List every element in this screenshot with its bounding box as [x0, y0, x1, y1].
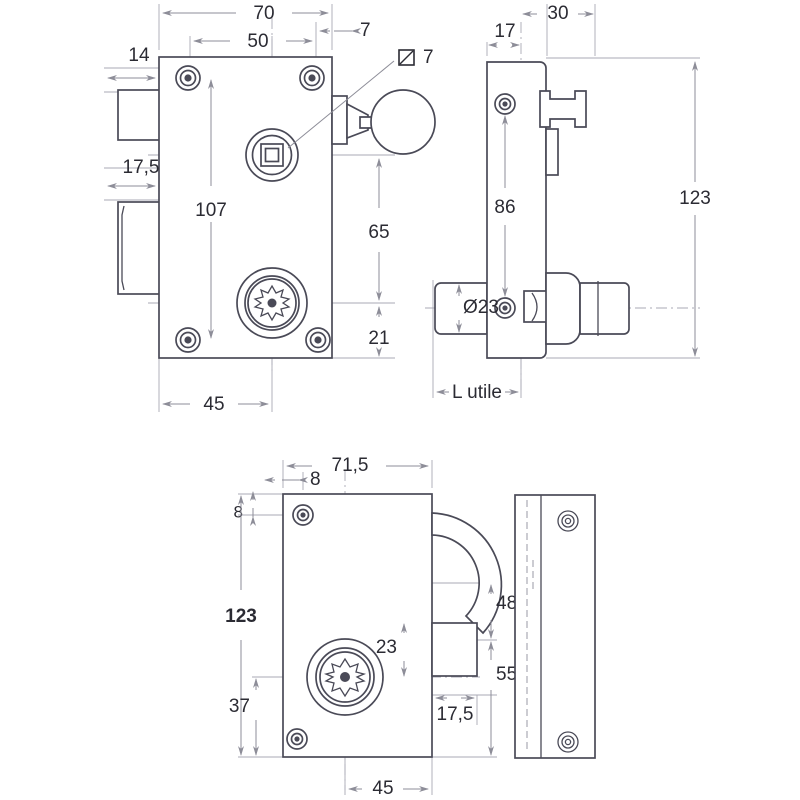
extension-lines-side-top — [432, 4, 700, 398]
dimension-107-label: 107 — [195, 200, 227, 221]
dimension-70: 70 — [162, 3, 329, 24]
square-spindle-callout: 7 — [287, 47, 434, 149]
dimension-17-5-front-bottom: 17,5 — [435, 695, 475, 725]
dimension-71-5-label: 71,5 — [332, 455, 369, 476]
dimension-14-label: 14 — [128, 45, 150, 66]
dimension-65: 65 — [368, 158, 390, 301]
dimension-dia-23: Ø23 — [456, 284, 499, 333]
knob-hub-side — [539, 90, 587, 128]
dimension-7-label: 7 — [360, 20, 371, 41]
dimension-23: 23 — [376, 623, 407, 677]
square-symbol-icon — [398, 49, 415, 66]
dimension-48: 48 — [488, 584, 517, 639]
dimension-37-label: 37 — [229, 696, 250, 717]
view-front-bottom: 71,5 8 8 123 48 23 — [225, 455, 517, 799]
key-cylinder-front-bottom — [306, 638, 384, 716]
dimension-7: 7 — [319, 20, 371, 41]
screw-hole-bottom-left — [175, 327, 201, 353]
keyway-star-icon-bottom — [323, 657, 367, 698]
dimension-30: 30 — [522, 3, 594, 24]
dimension-21: 21 — [368, 306, 390, 357]
spindle-boss — [245, 128, 299, 182]
view-side-bottom — [514, 494, 596, 759]
square-symbol-slash-icon — [399, 50, 414, 65]
dimension-17-5-front-bottom-label: 17,5 — [437, 704, 474, 725]
lock-body-side-top — [486, 61, 547, 359]
dimension-17-label: 17 — [494, 21, 515, 42]
dimension-30-label: 30 — [547, 3, 568, 24]
dimension-123-front-bottom: 123 — [225, 495, 257, 756]
square-spindle-size-label: 7 — [423, 47, 434, 68]
keyway-star-icon — [253, 284, 291, 322]
dimension-65-label: 65 — [368, 222, 389, 243]
dimension-107: 107 — [195, 79, 227, 339]
latch-bolt-front-bottom — [431, 622, 478, 677]
dimension-dia-23-label: Ø23 — [463, 297, 499, 318]
dimension-86: 86 — [494, 115, 516, 297]
dimension-45-front-top: 45 — [162, 394, 269, 415]
view-front-top: 70 7 50 14 17,5 107 — [104, 3, 436, 415]
dimension-17: 17 — [488, 21, 520, 48]
lock-body-front-bottom — [282, 493, 433, 758]
screw-hole-bottom-view-bottom — [286, 728, 308, 750]
dimension-37: 37 — [229, 678, 259, 756]
dimension-45-front-bottom: 45 — [348, 778, 429, 799]
dimension-123-front-bottom-label: 123 — [225, 606, 257, 627]
dimension-8-horizontal-label: 8 — [310, 469, 321, 490]
dimension-71-5: 71,5 — [286, 455, 429, 476]
dimension-123-side-label: 123 — [679, 188, 711, 209]
screw-hole-top-left — [175, 65, 201, 91]
dimension-17-5-front-top: 17,5 — [107, 157, 160, 189]
screw-hole-bottom-view-top — [292, 504, 314, 526]
dimension-48-label: 48 — [496, 593, 517, 614]
dimension-8-vertical-label: 8 — [234, 502, 243, 521]
side-tab-upper — [545, 128, 559, 176]
deadbolt-projection-side — [545, 272, 630, 345]
screw-hole-bottom-right — [305, 327, 331, 353]
dimension-8-vertical: 8 — [234, 491, 256, 526]
dimension-55: 55 — [488, 641, 517, 756]
dimension-23-label: 23 — [376, 637, 397, 658]
dimension-l-utile: L utile — [436, 382, 519, 403]
screw-hole-side-upper — [494, 93, 516, 115]
strike-plate-screw-top — [557, 510, 579, 532]
dimension-21-label: 21 — [368, 328, 389, 349]
latch-bolt-upper — [117, 89, 161, 141]
dimension-70-label: 70 — [253, 3, 274, 24]
dimension-l-utile-label: L utile — [452, 382, 502, 403]
dimension-55-label: 55 — [496, 664, 517, 685]
dimension-50: 50 — [193, 31, 313, 52]
view-side-top: 30 17 86 123 Ø23 L u — [425, 3, 711, 403]
round-bolt-side — [434, 282, 488, 335]
screw-hole-top-right — [299, 65, 325, 91]
screw-hole-side-lower — [494, 297, 516, 319]
key-cylinder-front-top — [236, 267, 308, 339]
dimension-17-5-label: 17,5 — [123, 157, 160, 178]
strike-plate-body — [514, 494, 596, 759]
dimension-8-horizontal: 8 — [264, 469, 321, 490]
knob-assembly — [331, 89, 436, 155]
dimension-45-label: 45 — [203, 394, 224, 415]
strike-plate-screw-bottom — [557, 731, 579, 753]
handle-swing-arc — [431, 512, 503, 635]
dimension-14: 14 — [107, 45, 156, 81]
dimension-45-front-bottom-label: 45 — [372, 778, 393, 799]
latch-bolt-lower — [117, 201, 161, 295]
dimension-123-side: 123 — [679, 61, 711, 357]
dimension-86-label: 86 — [494, 197, 515, 218]
dimension-50-label: 50 — [247, 31, 268, 52]
